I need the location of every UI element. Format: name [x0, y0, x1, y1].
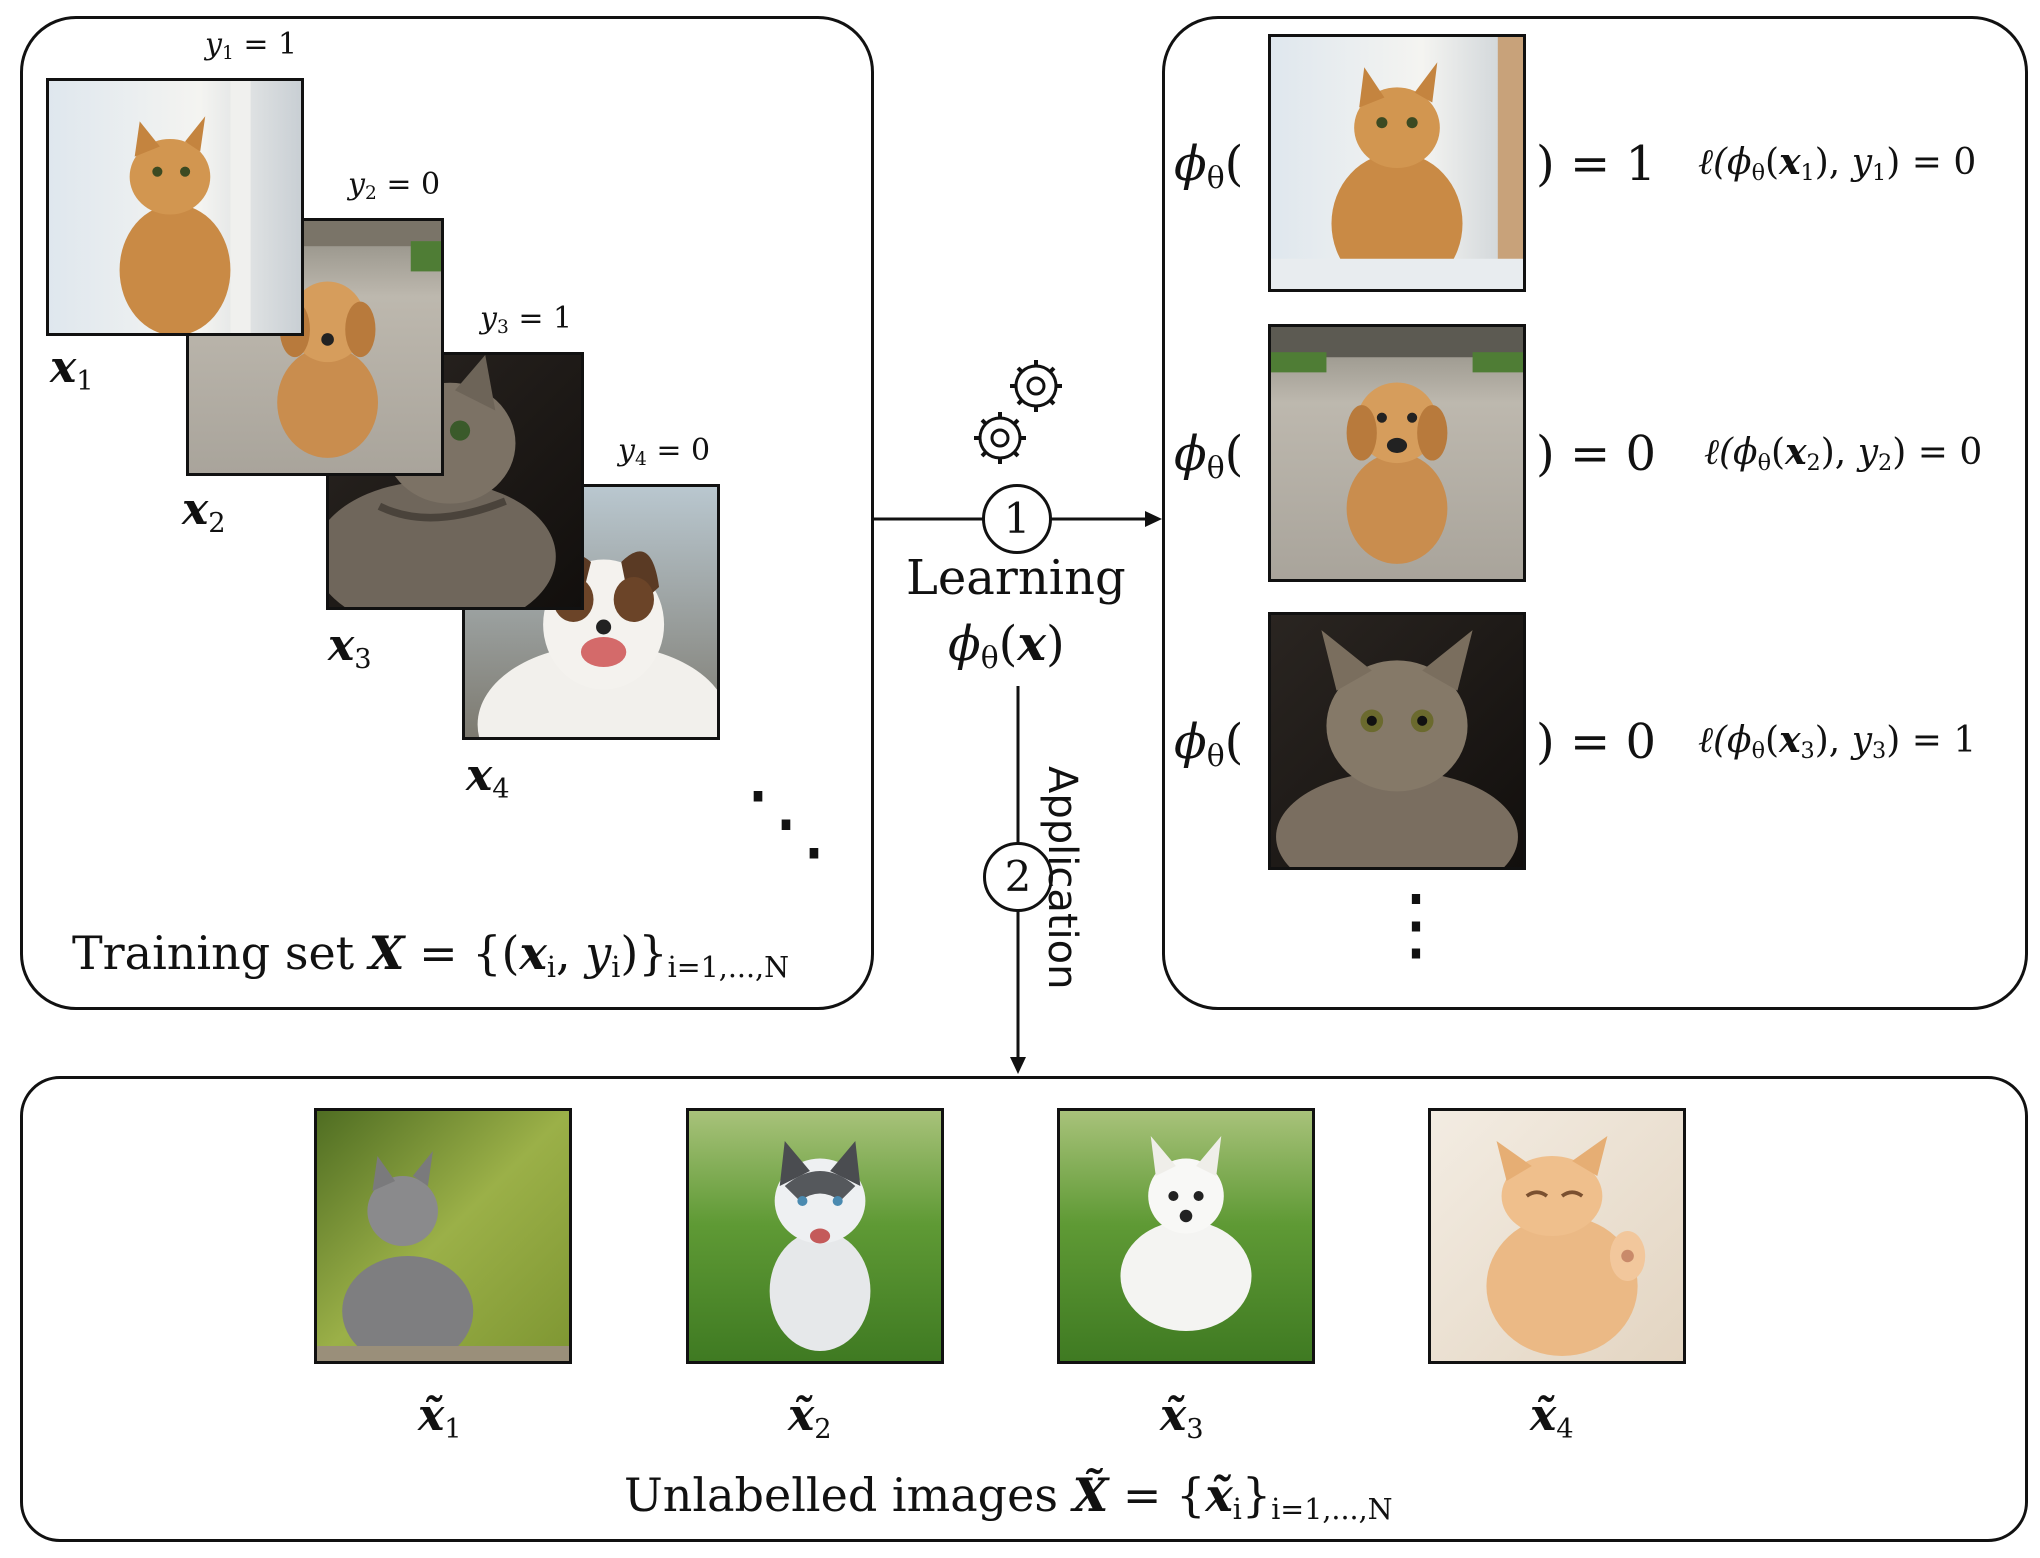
unlabelled-title: Unlabelled images X̃ = {x̃i}i=1,...,N: [624, 1468, 1393, 1526]
learning-label: Learning: [906, 550, 1126, 606]
pred-row1-loss: ℓ(ϕθ(x1), y1) = 0: [1698, 141, 1977, 187]
unlabelled-label-3: x̃3: [1160, 1390, 1204, 1445]
pred-photo-x1-cat: [1268, 34, 1526, 292]
step-2-marker: 2: [983, 842, 1053, 912]
label-x1: x1: [50, 342, 94, 397]
label-x2: x2: [182, 484, 226, 539]
gears-icon: [974, 360, 1062, 464]
label-y1: y1 = 1: [205, 27, 298, 65]
application-label: Application: [1039, 766, 1085, 990]
photo-x4-dog: [462, 484, 720, 740]
learning-arrowhead: [1145, 511, 1162, 527]
application-arrowhead: [1010, 1057, 1026, 1074]
unlabelled-photo-1-kitten: [314, 1108, 572, 1364]
pred-row3-function: ϕθ(: [1174, 714, 1244, 775]
label-x3: x3: [328, 620, 372, 675]
pred-row3-result: ) = 0: [1536, 714, 1657, 770]
pred-photo-x2-puppy: [1268, 324, 1526, 582]
pred-row3-loss: ℓ(ϕθ(x3), y3) = 1: [1698, 719, 1977, 765]
training-set-title: Training set X = {(xi, yi)}i=1,...,N: [72, 926, 790, 984]
learning-function: ϕθ(x): [948, 616, 1065, 677]
unlabelled-label-2: x̃2: [788, 1390, 832, 1445]
step-1-marker: 1: [982, 484, 1052, 554]
photo-x1-cat: [46, 78, 304, 336]
pred-row2-function: ϕθ(: [1174, 426, 1244, 487]
label-x4: x4: [466, 750, 510, 805]
pred-row2-result: ) = 0: [1536, 426, 1657, 482]
prediction-ellipsis: ⋮: [1376, 877, 1456, 970]
label-y3: y3 = 1: [480, 301, 573, 339]
unlabelled-label-4: x̃4: [1530, 1390, 1574, 1445]
unlabelled-photo-3-westie: [1057, 1108, 1315, 1364]
label-y2: y2 = 0: [348, 167, 441, 205]
pred-row2-loss: ℓ(ϕθ(x2), y2) = 0: [1704, 431, 1983, 477]
unlabelled-photo-4-kitten: [1428, 1108, 1686, 1364]
label-y4: y4 = 0: [618, 433, 711, 471]
pred-row1-function: ϕθ(: [1174, 136, 1244, 197]
pred-photo-x3-cat: [1268, 612, 1526, 870]
pred-row1-result: ) = 1: [1536, 136, 1657, 192]
unlabelled-photo-2-husky: [686, 1108, 944, 1364]
training-ellipsis: ⋱: [744, 773, 828, 871]
unlabelled-label-1: x̃1: [418, 1390, 462, 1445]
